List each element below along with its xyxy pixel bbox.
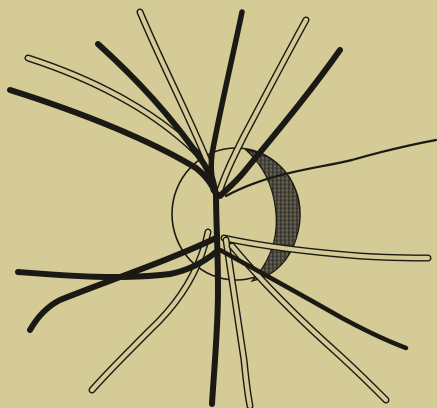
engraving-plate	[0, 0, 437, 408]
vessel-engraving	[0, 0, 437, 408]
